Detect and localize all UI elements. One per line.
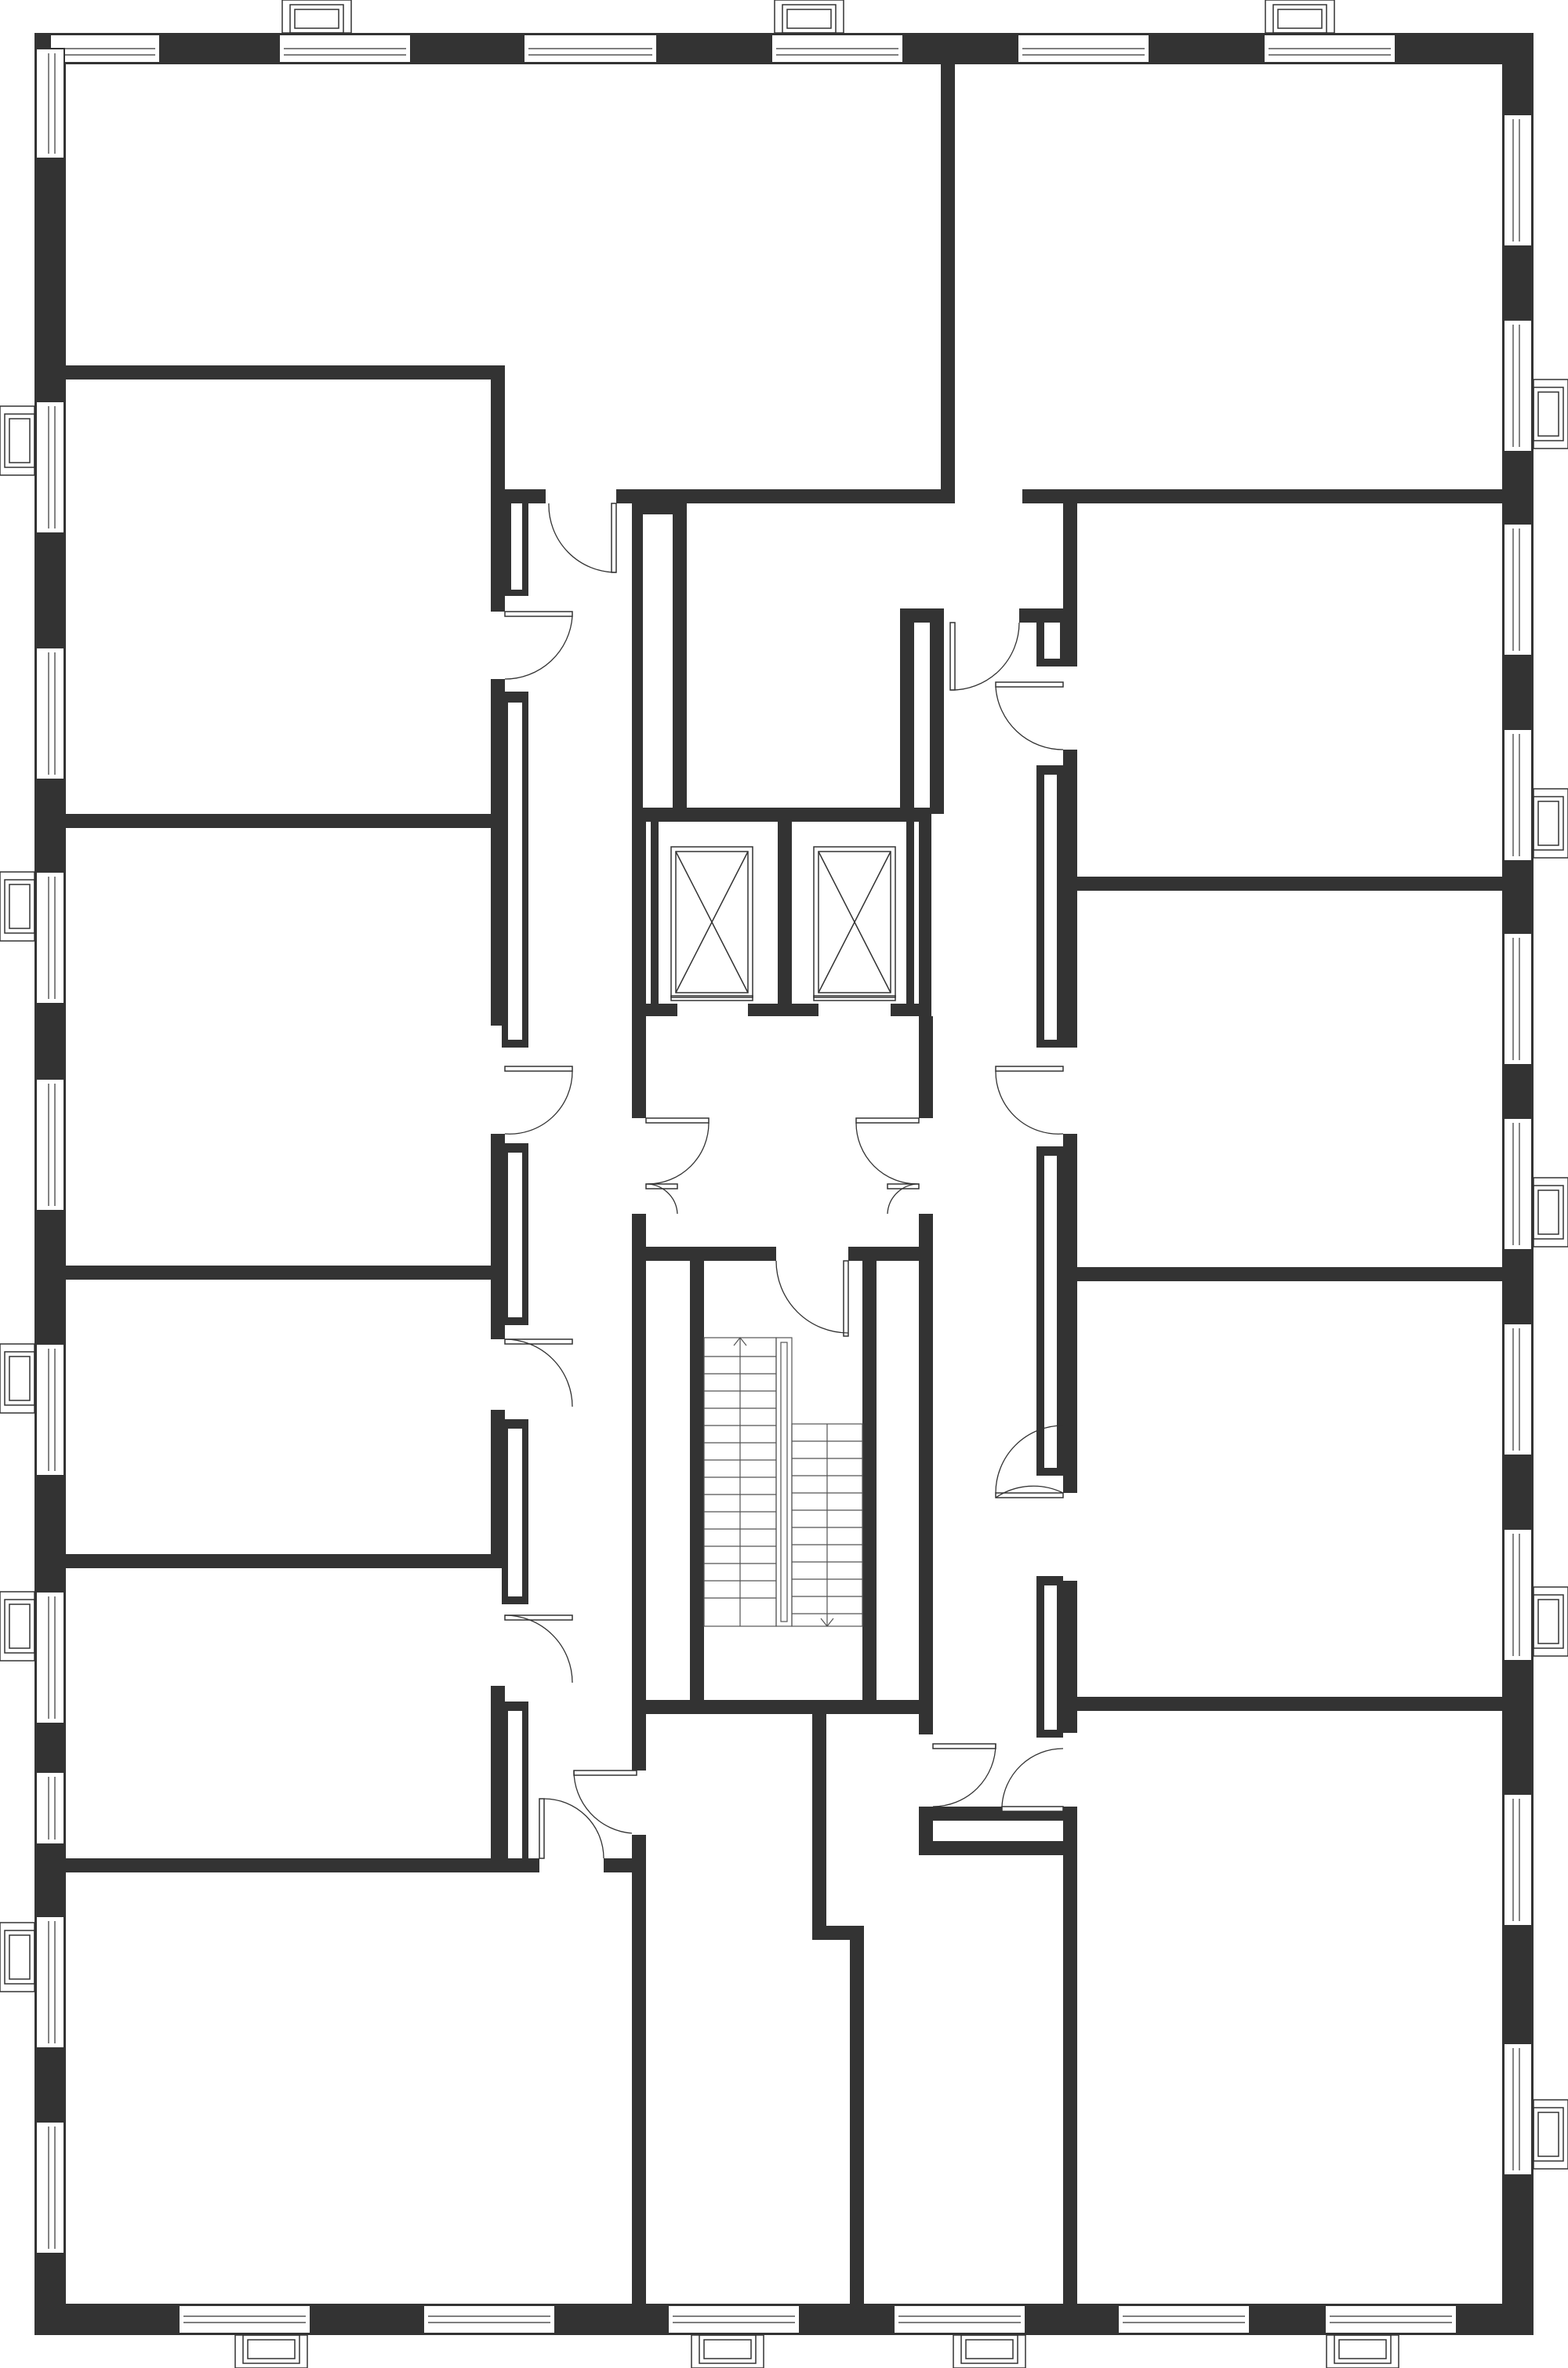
- windows: [35, 34, 1533, 2334]
- window-left-1: [35, 48, 65, 159]
- balcony-top-2: [774, 0, 844, 34]
- window-right-4: [1503, 728, 1533, 862]
- door-5: [504, 1066, 573, 1135]
- door-9: [855, 1117, 920, 1185]
- door-8: [645, 1183, 678, 1215]
- window-left-8: [35, 1771, 65, 1845]
- door-11: [775, 1260, 849, 1337]
- doors: [504, 503, 1064, 1859]
- balcony-right-1: [1533, 379, 1568, 449]
- window-left-3: [35, 647, 65, 780]
- window-bottom-3: [667, 2304, 800, 2334]
- door-17: [932, 1743, 996, 1807]
- window-bottom-4: [893, 2304, 1026, 2334]
- window-bottom-1: [178, 2304, 311, 2334]
- balcony-top-3: [1265, 0, 1335, 34]
- closets: [502, 489, 1068, 1865]
- window-right-6: [1503, 1117, 1533, 1251]
- balcony-top-1: [281, 0, 352, 34]
- door-7: [645, 1117, 710, 1185]
- balcony-left-4: [0, 1591, 35, 1662]
- staircase: [703, 1337, 863, 1627]
- window-top-1: [49, 34, 161, 64]
- balcony-right-2: [1533, 788, 1568, 859]
- window-top-6: [1263, 34, 1396, 64]
- door-15: [573, 1770, 637, 1834]
- door-3: [949, 622, 1020, 691]
- interior-walls: [66, 64, 1502, 2304]
- window-left-5: [35, 1078, 65, 1211]
- window-top-2: [278, 34, 412, 64]
- window-top-5: [1017, 34, 1150, 64]
- window-right-10: [1503, 2043, 1533, 2176]
- elevator-1: [670, 846, 753, 1001]
- window-left-4: [35, 871, 65, 1004]
- door-12: [504, 1338, 573, 1407]
- window-right-1: [1503, 114, 1533, 247]
- window-left-6: [35, 1343, 65, 1476]
- window-bottom-6: [1324, 2304, 1457, 2334]
- balcony-bottom-3: [953, 2334, 1026, 2368]
- balcony-left-2: [0, 871, 35, 942]
- window-right-5: [1503, 932, 1533, 1066]
- balcony-right-3: [1533, 1177, 1568, 1248]
- balcony-left-3: [0, 1343, 35, 1414]
- balcony-bottom-2: [691, 2334, 764, 2368]
- elevator-2: [813, 846, 896, 1001]
- window-bottom-5: [1117, 2304, 1250, 2334]
- window-left-10: [35, 2121, 65, 2254]
- balcony-right-5: [1533, 2099, 1568, 2170]
- door-13: [995, 1425, 1064, 1498]
- window-right-3: [1503, 523, 1533, 656]
- window-right-7: [1503, 1323, 1533, 1456]
- door-6: [995, 1066, 1064, 1135]
- elevators: [670, 846, 896, 1001]
- balcony-bottom-4: [1326, 2334, 1399, 2368]
- window-left-7: [35, 1591, 65, 1724]
- door-1: [548, 503, 617, 573]
- balcony-bottom-1: [234, 2334, 308, 2368]
- door-16: [539, 1798, 604, 1859]
- door-2: [504, 611, 573, 680]
- balcony-right-4: [1533, 1586, 1568, 1657]
- window-left-9: [35, 1916, 65, 2049]
- window-left-2: [35, 401, 65, 534]
- balcony-left-1: [0, 405, 35, 476]
- door-10: [887, 1183, 920, 1215]
- balcony-left-5: [0, 1922, 35, 1992]
- door-4: [995, 681, 1064, 750]
- door-14: [504, 1614, 573, 1683]
- window-right-8: [1503, 1528, 1533, 1662]
- window-top-4: [771, 34, 904, 64]
- window-right-9: [1503, 1793, 1533, 1927]
- window-bottom-2: [423, 2304, 556, 2334]
- window-right-2: [1503, 319, 1533, 452]
- window-top-3: [523, 34, 658, 64]
- door-18: [1001, 1748, 1064, 1812]
